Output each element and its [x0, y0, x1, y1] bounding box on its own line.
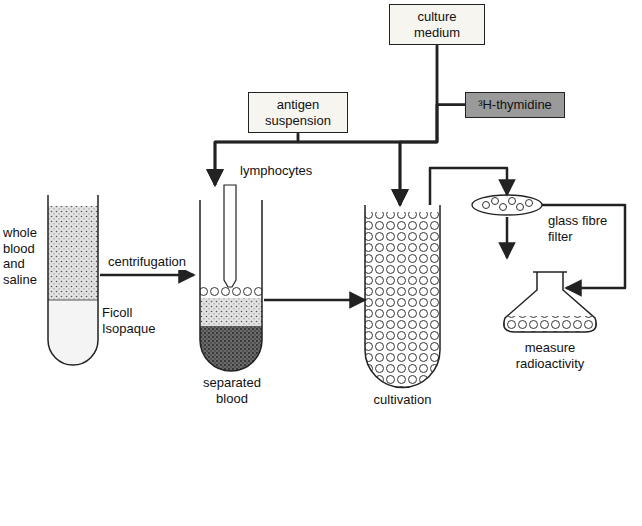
box-text: culture medium: [398, 9, 476, 40]
box-text: ³H-thymidine: [474, 97, 556, 113]
part-label: lymphocytes: [240, 163, 312, 179]
flow-arrow: [400, 105, 465, 205]
flow-arrow: [264, 299, 365, 302]
apparatus-label: separated blood: [186, 375, 278, 406]
reagent-box: ³H-thymidine: [465, 92, 565, 118]
culture-tube: [365, 205, 440, 392]
box-text: antigen suspension: [257, 97, 339, 128]
apparatus-label: Ficoll Isopaque: [102, 305, 164, 336]
separated-tube: [200, 185, 262, 376]
pipette: [224, 185, 236, 287]
flow-arrow: [400, 45, 437, 205]
blood-tube: [48, 195, 98, 370]
flow-arrow: [100, 274, 194, 277]
step-label: centrifugation: [106, 254, 188, 270]
apparatus-label: whole blood and saline: [3, 225, 45, 287]
apparatus-node: separated blood: [196, 185, 268, 372]
counting-flask: [500, 272, 600, 336]
apparatus-label: measure radioactivity: [500, 340, 600, 371]
reagent-box: culture medium: [389, 4, 485, 45]
reagent-box: antigen suspension: [248, 92, 348, 133]
flow-arrow: [215, 45, 437, 185]
filter-disc: [472, 195, 542, 215]
apparatus-label: glass fibre filter: [548, 213, 620, 244]
apparatus-node: measure radioactivity: [500, 270, 600, 332]
apparatus-label: cultivation: [350, 392, 455, 408]
apparatus-node: glass fibre filter: [472, 195, 542, 215]
flow-arrow: [542, 205, 625, 288]
apparatus-node: whole blood and salineFicoll Isopaque: [48, 195, 98, 362]
flow-arrow: [430, 168, 507, 205]
flow-arrow: [298, 133, 400, 205]
waste-arrow: [506, 217, 509, 258]
apparatus-node: cultivation: [365, 205, 440, 388]
